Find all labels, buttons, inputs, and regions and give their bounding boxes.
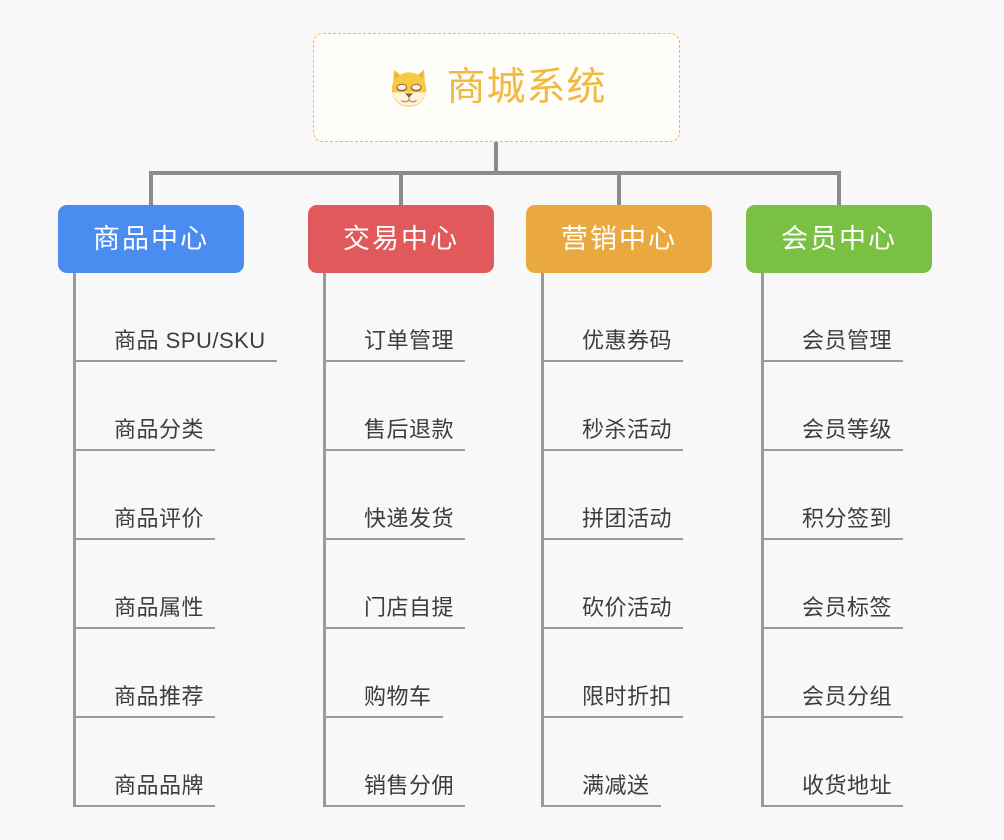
feature-item-underline: 限时折扣 bbox=[544, 684, 684, 718]
feature-item[interactable]: 拼团活动 bbox=[544, 451, 684, 540]
feature-item-label: 积分签到 bbox=[802, 506, 893, 531]
category-head-label: 交易中心 bbox=[343, 223, 459, 254]
feature-item[interactable]: 商品品牌 bbox=[76, 718, 216, 807]
feature-item-label: 售后退款 bbox=[364, 417, 455, 442]
feature-item-underline: 砍价活动 bbox=[544, 595, 684, 629]
connector-drop-4 bbox=[837, 171, 841, 207]
feature-item[interactable]: 售后退款 bbox=[326, 362, 466, 451]
feature-item-label: 商品推荐 bbox=[114, 684, 205, 709]
feature-item-label: 门店自提 bbox=[364, 595, 455, 620]
root-node[interactable]: 商城系统 bbox=[313, 33, 680, 142]
feature-item[interactable]: 秒杀活动 bbox=[544, 362, 684, 451]
feature-item-underline: 快递发货 bbox=[326, 506, 466, 540]
feature-item[interactable]: 优惠券码 bbox=[544, 273, 684, 362]
feature-item-underline: 商品属性 bbox=[76, 595, 216, 629]
feature-item[interactable]: 商品属性 bbox=[76, 540, 216, 629]
feature-item-label: 限时折扣 bbox=[582, 684, 673, 709]
category-head-3[interactable]: 营销中心 bbox=[526, 205, 712, 273]
category-head-label: 营销中心 bbox=[561, 223, 677, 254]
feature-item[interactable]: 商品 SPU/SKU bbox=[76, 273, 277, 362]
feature-item[interactable]: 购物车 bbox=[326, 629, 443, 718]
feature-item-label: 快递发货 bbox=[364, 506, 455, 531]
feature-item-label: 商品品牌 bbox=[114, 773, 205, 798]
feature-item-label: 商品分类 bbox=[114, 417, 205, 442]
feature-item-underline: 秒杀活动 bbox=[544, 417, 684, 451]
feature-item-underline: 订单管理 bbox=[326, 328, 466, 362]
feature-item[interactable]: 会员标签 bbox=[764, 540, 904, 629]
feature-item-underline: 会员管理 bbox=[764, 328, 904, 362]
feature-item[interactable]: 订单管理 bbox=[326, 273, 466, 362]
feature-item-label: 购物车 bbox=[364, 684, 432, 709]
category-head-label: 会员中心 bbox=[781, 223, 897, 254]
feature-item-underline: 门店自提 bbox=[326, 595, 466, 629]
feature-item-label: 商品评价 bbox=[114, 506, 205, 531]
category-head-1[interactable]: 商品中心 bbox=[58, 205, 244, 273]
feature-item[interactable]: 商品分类 bbox=[76, 362, 216, 451]
feature-item[interactable]: 门店自提 bbox=[326, 540, 466, 629]
category-head-label: 商品中心 bbox=[93, 223, 209, 254]
feature-item-label: 优惠券码 bbox=[582, 328, 673, 353]
feature-item-label: 秒杀活动 bbox=[582, 417, 673, 442]
feature-item-label: 销售分佣 bbox=[364, 773, 455, 798]
feature-item-label: 会员等级 bbox=[802, 417, 893, 442]
category-head-4[interactable]: 会员中心 bbox=[746, 205, 932, 273]
shiba-dog-face-icon bbox=[392, 68, 427, 107]
feature-item-underline: 商品评价 bbox=[76, 506, 216, 540]
feature-item-underline: 拼团活动 bbox=[544, 506, 684, 540]
feature-item-underline: 销售分佣 bbox=[326, 773, 466, 807]
feature-item[interactable]: 会员等级 bbox=[764, 362, 904, 451]
feature-item-label: 订单管理 bbox=[364, 328, 455, 353]
feature-item[interactable]: 满减送 bbox=[544, 718, 661, 807]
feature-item-label: 会员管理 bbox=[802, 328, 893, 353]
feature-item-underline: 售后退款 bbox=[326, 417, 466, 451]
feature-item-underline: 会员分组 bbox=[764, 684, 904, 718]
feature-item-underline: 商品推荐 bbox=[76, 684, 216, 718]
connector-root-stem bbox=[494, 142, 498, 175]
feature-item-underline: 收货地址 bbox=[764, 773, 904, 807]
root-title: 商城系统 bbox=[446, 66, 607, 109]
connector-horizontal-bus bbox=[150, 171, 840, 175]
feature-item-label: 商品属性 bbox=[114, 595, 205, 620]
connector-drop-3 bbox=[617, 171, 621, 207]
feature-item[interactable]: 收货地址 bbox=[764, 718, 904, 807]
feature-item[interactable]: 砍价活动 bbox=[544, 540, 684, 629]
feature-item-underline: 购物车 bbox=[326, 686, 443, 718]
feature-item-label: 收货地址 bbox=[802, 773, 893, 798]
feature-item-label: 砍价活动 bbox=[582, 595, 673, 620]
feature-item-underline: 满减送 bbox=[544, 775, 661, 807]
feature-item-label: 商品 SPU/SKU bbox=[114, 328, 266, 353]
feature-item-underline: 商品品牌 bbox=[76, 773, 216, 807]
feature-item-label: 拼团活动 bbox=[582, 506, 673, 531]
feature-item-underline: 商品分类 bbox=[76, 417, 216, 451]
feature-item-underline: 会员标签 bbox=[764, 595, 904, 629]
column-trunk-line bbox=[73, 273, 76, 807]
category-head-2[interactable]: 交易中心 bbox=[308, 205, 494, 273]
feature-item-underline: 优惠券码 bbox=[544, 328, 684, 362]
feature-item-underline: 积分签到 bbox=[764, 506, 904, 540]
feature-item[interactable]: 快递发货 bbox=[326, 451, 466, 540]
feature-item-label: 会员标签 bbox=[802, 595, 893, 620]
feature-item-label: 会员分组 bbox=[802, 684, 893, 709]
feature-item-underline: 会员等级 bbox=[764, 417, 904, 451]
feature-item[interactable]: 商品评价 bbox=[76, 451, 216, 540]
column-trunk-line bbox=[541, 273, 544, 807]
feature-item[interactable]: 限时折扣 bbox=[544, 629, 684, 718]
connector-drop-2 bbox=[399, 171, 403, 207]
feature-item-label: 满减送 bbox=[582, 773, 650, 798]
feature-item[interactable]: 销售分佣 bbox=[326, 718, 466, 807]
feature-item[interactable]: 会员管理 bbox=[764, 273, 904, 362]
feature-item[interactable]: 积分签到 bbox=[764, 451, 904, 540]
feature-item-underline: 商品 SPU/SKU bbox=[76, 330, 277, 362]
feature-item[interactable]: 商品推荐 bbox=[76, 629, 216, 718]
feature-item[interactable]: 会员分组 bbox=[764, 629, 904, 718]
connector-drop-1 bbox=[149, 171, 153, 207]
column-trunk-line bbox=[761, 273, 764, 807]
column-trunk-line bbox=[323, 273, 326, 807]
